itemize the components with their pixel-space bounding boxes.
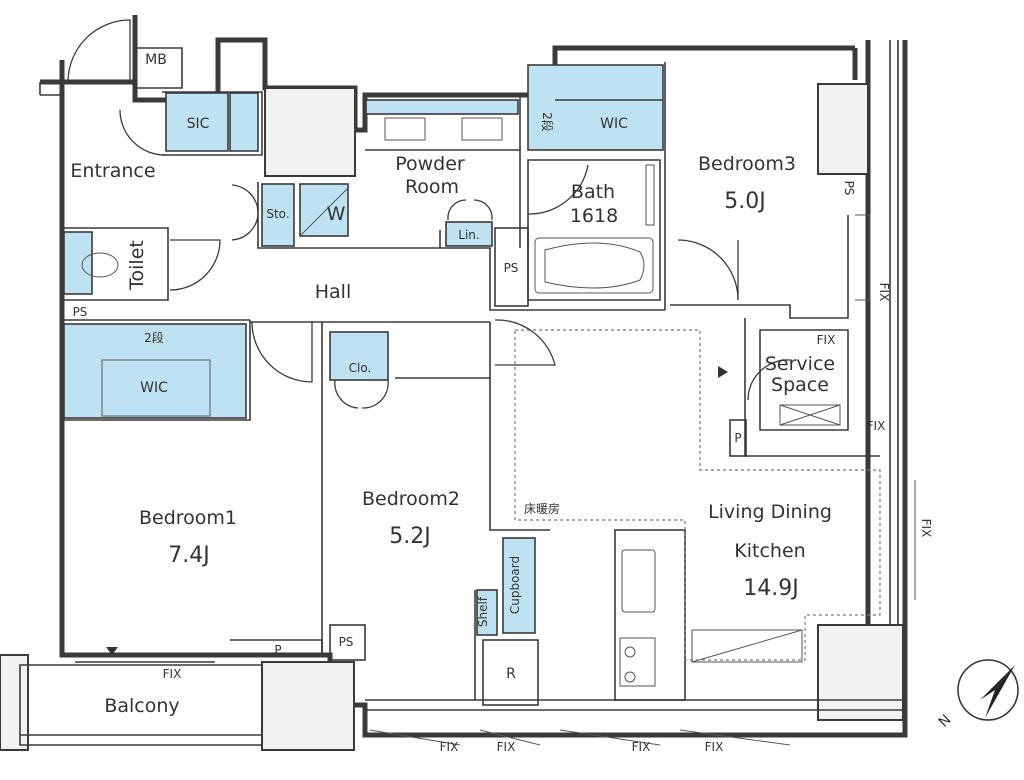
- ps-toilet-label: PS: [73, 305, 88, 319]
- fix-bedroom3-label: FIX: [877, 283, 891, 302]
- wic-bedroom1-storage: [63, 323, 247, 419]
- cupboard-storage: [502, 537, 536, 634]
- structural-columns: [0, 83, 904, 751]
- p-balcony-label: P: [274, 643, 281, 657]
- balcony-label: Balcony: [104, 695, 179, 717]
- cupboard-label: Cupboard: [508, 556, 522, 614]
- storage-areas: [63, 64, 664, 636]
- step-top-label: 2段: [540, 112, 555, 132]
- fix-balcony-label: FIX: [163, 667, 182, 681]
- ps-bottom-label: PS: [339, 635, 354, 649]
- shelf-label: Shelf: [476, 596, 490, 627]
- compass-north-label: N: [936, 712, 955, 731]
- floor-heating-label: 床暖房: [524, 501, 560, 516]
- fix-service-bottom-label: FIX: [867, 419, 886, 433]
- fix-bottom-1-label: FIX: [440, 740, 459, 754]
- doors: [67, 19, 791, 409]
- sto-label: Sto.: [266, 207, 289, 221]
- balcony-arrow-icon: [106, 647, 118, 655]
- sic-label: SIC: [187, 116, 210, 132]
- wic-top-storage: [527, 64, 664, 151]
- direction-arrow-icon: [718, 366, 728, 378]
- w-label: W: [327, 203, 346, 225]
- bedroom2-area: 5.2J: [389, 524, 430, 549]
- step-bedroom1-label: 2段: [144, 330, 164, 345]
- fix-bottom-3-label: FIX: [632, 740, 651, 754]
- fix-bottom-2-label: FIX: [497, 740, 516, 754]
- sto-storage: [261, 183, 295, 247]
- lin-storage: [445, 221, 493, 247]
- wic-top-label: WIC: [600, 116, 628, 132]
- compass-icon: N: [936, 659, 1019, 731]
- ldk-label-2: Kitchen: [734, 540, 805, 562]
- floor-heating-area: [514, 329, 881, 661]
- shelf-storage: [476, 589, 498, 636]
- ldk-area: 14.9J: [743, 576, 798, 601]
- bedroom1-label: Bedroom1: [139, 507, 237, 529]
- fix-bottom-4-label: FIX: [705, 740, 724, 754]
- clo-label: Clo.: [349, 361, 372, 375]
- powder-room-label-2: Room: [405, 176, 459, 198]
- bath-label: Bath: [571, 181, 615, 203]
- toilet-label: Toilet: [126, 240, 148, 291]
- bedroom2-label: Bedroom2: [362, 488, 460, 510]
- ldk-label-1: Living Dining: [708, 501, 832, 523]
- bath-size-label: 1618: [570, 205, 618, 227]
- entrance-label: Entrance: [70, 160, 155, 182]
- service-space-label-1: Service: [765, 353, 835, 375]
- clo-storage: [329, 331, 389, 381]
- fix-ldk-right-label: FIX: [919, 519, 933, 538]
- powder-room-label-1: Powder: [395, 153, 465, 175]
- window-markers: [369, 214, 916, 746]
- bedroom1-area: 7.4J: [168, 543, 209, 568]
- service-space-label-2: Space: [771, 374, 829, 396]
- bedroom3-label: Bedroom3: [698, 153, 796, 175]
- ps-bath-label: PS: [504, 261, 519, 275]
- hall-label: Hall: [315, 281, 352, 303]
- wic-bedroom1-label: WIC: [140, 380, 168, 396]
- sic-storage: [165, 92, 229, 152]
- bedroom3-area: 5.0J: [724, 189, 765, 214]
- lin-label: Lin.: [458, 228, 479, 242]
- mb-label: MB: [145, 52, 167, 68]
- fix-service-top-label: FIX: [817, 333, 836, 347]
- toilet-storage: [63, 231, 93, 295]
- refrigerator-label: R: [506, 666, 516, 682]
- interior-walls: [19, 47, 905, 746]
- ps-bedroom3-label: PS: [842, 181, 856, 196]
- p-service-label: P: [734, 431, 741, 445]
